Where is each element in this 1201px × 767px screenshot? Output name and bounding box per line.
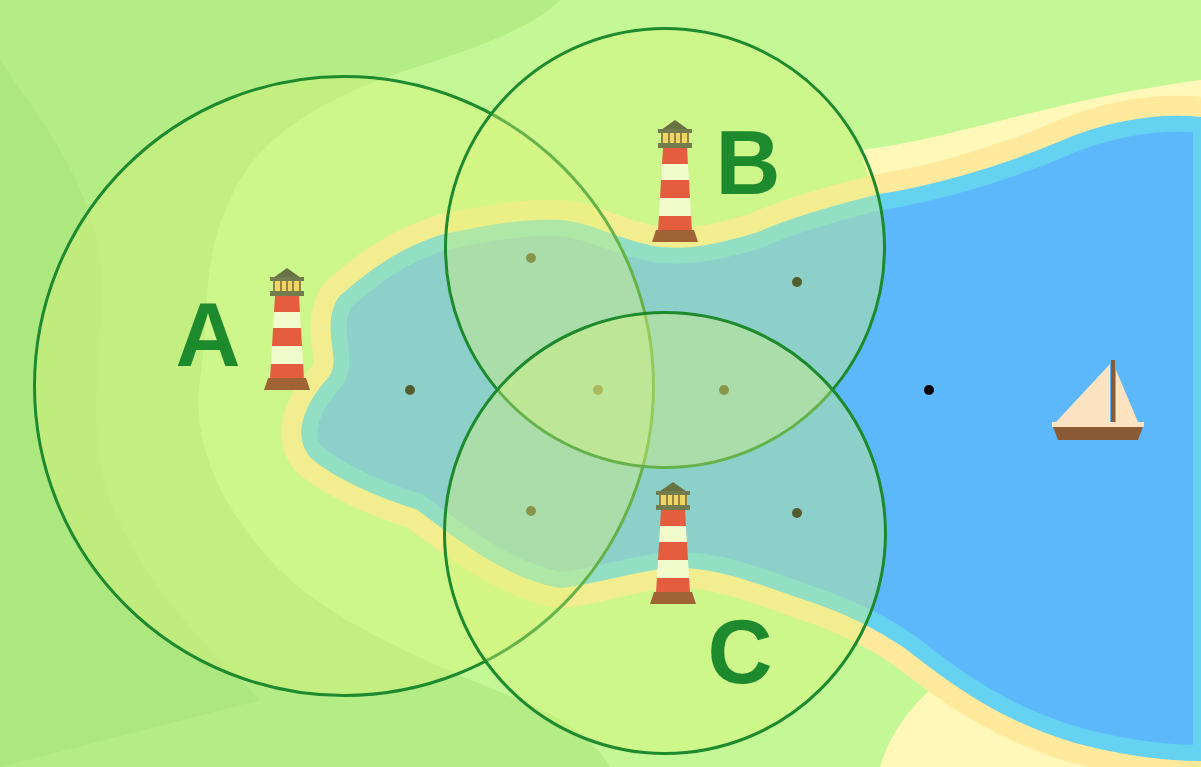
lighthouse-label: A (176, 290, 241, 380)
position-dot (924, 385, 934, 395)
sailboat (1052, 360, 1144, 440)
range-circle-outline (443, 311, 887, 755)
lighthouse-label: B (716, 118, 781, 208)
lighthouse-label: C (708, 607, 773, 697)
range-circle: C (443, 311, 887, 755)
range-circle-shape (445, 313, 886, 754)
